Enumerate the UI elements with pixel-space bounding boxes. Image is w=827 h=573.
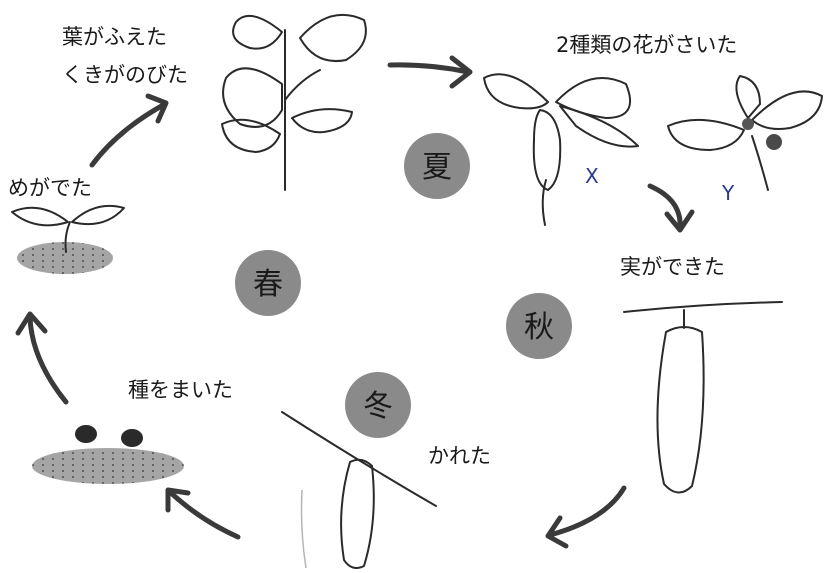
leafy-plant-illustration	[221, 13, 367, 191]
plant-leaf-top-right	[299, 13, 367, 62]
season-autumn-badge	[506, 293, 572, 359]
arrow-withered-to-seeds-head	[165, 487, 191, 513]
flower-x-petal-right	[555, 77, 631, 119]
caption-leaves-line1: 葉がふえた	[62, 25, 167, 49]
season-spring-badge	[235, 250, 301, 316]
sprout-leaf-left	[11, 206, 69, 227]
season-autumn-label: 秋	[524, 310, 554, 345]
plant-leaf-left-lower	[221, 118, 281, 153]
fruit-body	[656, 326, 705, 494]
plant-leaf-middle	[222, 67, 283, 128]
caption-flowers: 2種類の花がさいた	[556, 33, 737, 57]
flower-x-petal-lower	[559, 105, 639, 148]
arrow-withered-to-seeds	[167, 489, 241, 540]
flower-y-petal-top	[735, 75, 761, 119]
plant-branch	[284, 69, 321, 101]
seeds-illustration	[32, 425, 184, 484]
caption-fruit: 実ができた	[620, 255, 725, 279]
arrow-leaves-to-flowers	[387, 62, 471, 75]
flower-y-stem	[751, 135, 769, 191]
season-autumn: 秋	[506, 293, 572, 359]
flower-y-illustration	[667, 75, 823, 191]
arrow-seeds-to-sprout-head	[15, 311, 48, 336]
flower-y-petal-right	[751, 90, 823, 130]
flower-x-stem	[541, 179, 547, 226]
flower-marker-x: X	[585, 164, 599, 188]
plant-leaf-right-lower	[291, 108, 353, 134]
flower-x-illustration	[483, 73, 639, 226]
flower-x-petal-left	[483, 73, 549, 110]
caption-sprout: めがでた	[8, 176, 92, 200]
season-summer-label: 夏	[422, 150, 452, 185]
withered-plant-illustration	[281, 411, 437, 569]
flower-y-center	[742, 118, 754, 130]
arrow-fruit-to-withered-head	[545, 515, 569, 549]
season-winter: 冬	[345, 372, 411, 438]
season-spring-label: 春	[253, 267, 283, 302]
season-spring: 春	[235, 250, 301, 316]
sprout-stem	[64, 221, 71, 253]
arrow-flowers-to-fruit	[647, 183, 683, 231]
flower-x-ovary	[532, 109, 562, 191]
flower-y-bud	[766, 134, 782, 150]
arrow-sprout-to-leaves	[89, 101, 168, 168]
fruit-vine	[623, 301, 783, 313]
season-summer: 夏	[404, 133, 470, 199]
season-winter-badge	[345, 372, 411, 438]
arrow-fruit-to-withered	[547, 485, 627, 538]
arrow-leaves-to-flowers-head	[449, 55, 473, 89]
sprout-illustration	[11, 204, 125, 274]
seeds-soil	[32, 448, 184, 484]
fruit-illustration	[623, 301, 783, 494]
arrow-sprout-to-leaves-head	[145, 93, 169, 124]
arrow-flowers-to-fruit-head	[664, 209, 695, 233]
plant-leaf-top-left	[232, 14, 283, 50]
seed-right	[121, 429, 143, 447]
cycle-arrows	[15, 55, 695, 549]
withered-fruit	[340, 458, 375, 569]
season-winter-label: 冬	[363, 389, 393, 424]
seed-left	[75, 425, 97, 443]
flower-y-petal-left	[667, 118, 745, 151]
season-summer-badge	[404, 133, 470, 199]
caption-withered: かれた	[428, 444, 491, 468]
flower-marker-y: Y	[721, 181, 735, 205]
sprout-soil	[17, 242, 113, 274]
caption-seeds: 種をまいた	[128, 378, 233, 402]
withered-stem-ghost	[300, 489, 307, 569]
caption-leaves-line2: くきがのびた	[62, 63, 188, 87]
arrow-seeds-to-sprout	[27, 315, 69, 405]
sprout-leaf-right	[71, 204, 125, 226]
